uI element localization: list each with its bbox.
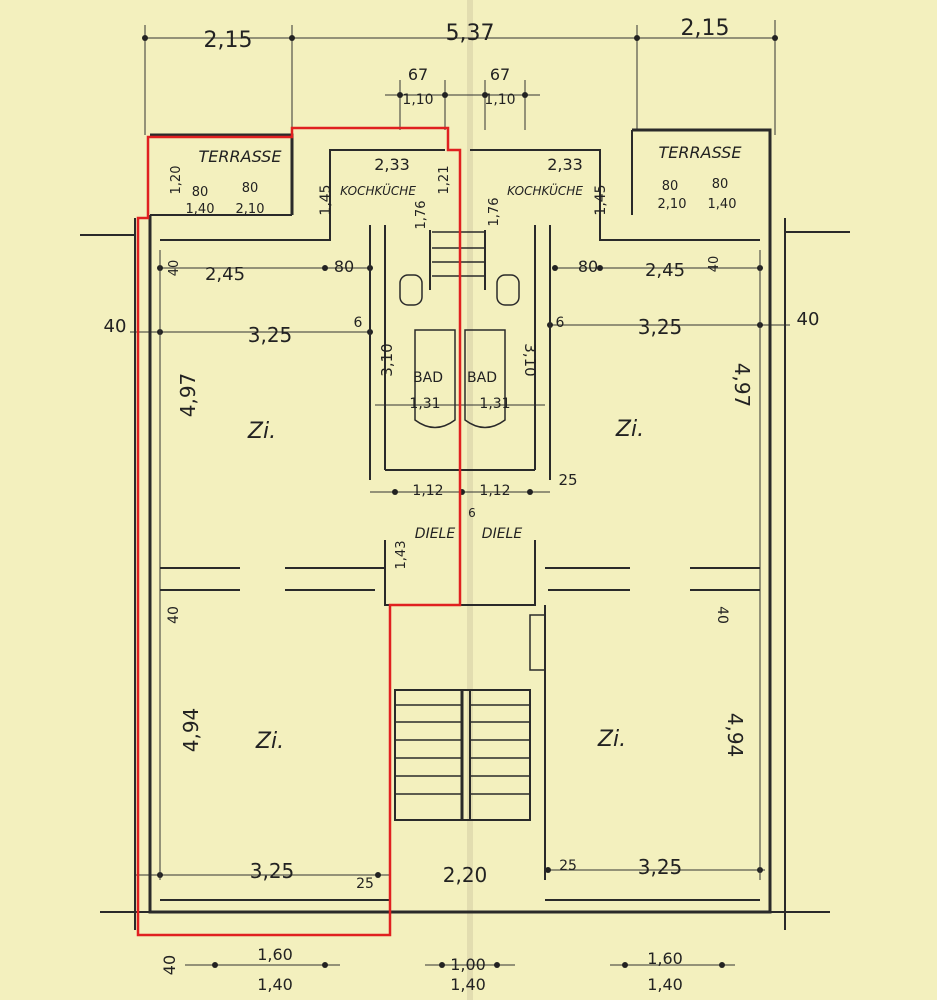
room-bl-d: 40 — [166, 606, 182, 624]
stair-width: 2,20 — [443, 863, 488, 887]
room-tr-label: Zi. — [615, 417, 644, 442]
dim-shaft-left-lower: 1,10 — [402, 92, 433, 108]
terrace-left-d5: 2,10 — [236, 202, 265, 217]
bath-fixtures — [399, 274, 520, 429]
hall-right-d2: 6 — [468, 506, 476, 520]
room-br-d2: 25 — [559, 858, 577, 874]
dim-bottom-right-lower: 1,40 — [647, 975, 683, 994]
hall-right-width: 1,12 — [479, 483, 510, 499]
room-br-height: 4,94 — [723, 713, 747, 758]
dim-bottom-right-upper: 1,60 — [647, 949, 683, 968]
dim-shaft-right-lower: 1,10 — [484, 92, 515, 108]
dim-bottom-mid-lower: 1,40 — [450, 975, 486, 994]
room-bl-d2: 25 — [356, 876, 374, 892]
terrace-right-label: TERRASSE — [659, 143, 743, 162]
room-tl-width: 3,25 — [248, 323, 293, 347]
dim-bottom-mid-upper: 1,00 — [450, 955, 486, 974]
room-bl-label: Zi. — [255, 729, 284, 754]
kitchen-right-width: 2,33 — [547, 155, 583, 174]
strip-right-d3: 40 — [707, 256, 722, 273]
dim-top-right: 2,15 — [681, 16, 730, 41]
bath-right-d: 6 — [556, 315, 565, 331]
kitchen-left-h: 1,45 — [318, 184, 334, 215]
terrace-left-d4: 1,40 — [186, 202, 215, 217]
dimension-labels: 2,15 5,37 2,15 67 1,10 67 1,10 TERRASSE … — [104, 16, 820, 994]
bath-right-height: 3,10 — [521, 343, 539, 376]
terrace-left-d1: 1,20 — [169, 166, 184, 195]
room-bl-height: 4,94 — [179, 708, 203, 753]
dim-bottom-left-40: 40 — [160, 955, 179, 975]
unit-outline — [136, 126, 462, 937]
hall-right-label: DIELE — [482, 526, 523, 542]
bath-left-d: 6 — [354, 315, 363, 331]
room-tl-height: 4,97 — [176, 373, 200, 418]
room-bl-width: 3,25 — [250, 859, 295, 883]
strip-left-d2: 80 — [334, 257, 354, 276]
terrace-right-d2: 80 — [712, 177, 729, 192]
kitchen-right-h3: 1,76 — [487, 198, 502, 227]
terrace-right-d4: 1,40 — [708, 197, 737, 212]
dim-bottom-left-upper: 1,60 — [257, 945, 293, 964]
room-br-label: Zi. — [597, 727, 626, 752]
terrace-right-d1: 80 — [662, 179, 679, 194]
room-tr-width: 3,25 — [638, 315, 683, 339]
walls — [80, 128, 850, 930]
strip-right-d1: 2,45 — [645, 260, 685, 281]
dimension-lines — [130, 20, 790, 968]
dim-shaft-left-upper: 67 — [408, 65, 428, 84]
room-tl-label: Zi. — [247, 419, 276, 444]
dim-shaft-right-upper: 67 — [490, 65, 510, 84]
side-left-40: 40 — [104, 316, 127, 337]
room-br-d: 40 — [714, 606, 730, 624]
strip-left-d3: 40 — [167, 260, 182, 277]
terrace-left-d2: 80 — [192, 185, 209, 200]
dim-bottom-left-lower: 1,40 — [257, 975, 293, 994]
terrace-left-label: TERRASSE — [199, 147, 283, 166]
kitchen-right-label: KOCHKÜCHE — [507, 182, 583, 198]
kitchen-right-h: 1,45 — [593, 184, 609, 215]
bath-right-label: BAD — [467, 370, 497, 386]
kitchen-left-width: 2,33 — [374, 155, 410, 174]
room-tr-height: 4,97 — [730, 363, 754, 408]
terrace-right-d3: 2,10 — [658, 197, 687, 212]
terrace-left-d3: 80 — [242, 181, 259, 196]
kitchen-left-h2: 1,21 — [437, 166, 452, 195]
bath-left-width: 1,31 — [409, 396, 440, 412]
strip-right-d2: 80 — [578, 257, 598, 276]
hall-left-label: DIELE — [415, 526, 456, 542]
dim-top-middle: 5,37 — [446, 21, 495, 46]
bath-right-width: 1,31 — [479, 396, 510, 412]
side-right-40: 40 — [797, 309, 820, 330]
bath-left-height: 3,10 — [378, 343, 396, 376]
hall-left-width: 1,12 — [412, 483, 443, 499]
bath-left-label: BAD — [413, 370, 443, 386]
room-br-width: 3,25 — [638, 855, 683, 879]
kitchen-left-h3: 1,76 — [414, 201, 429, 230]
kitchen-left-label: KOCHKÜCHE — [340, 182, 416, 198]
staircase — [394, 689, 531, 821]
dim-top-left: 2,15 — [204, 28, 253, 53]
hall-right-d: 25 — [558, 471, 577, 489]
hall-left-height: 1,43 — [394, 541, 409, 570]
strip-left-d1: 2,45 — [205, 264, 245, 285]
